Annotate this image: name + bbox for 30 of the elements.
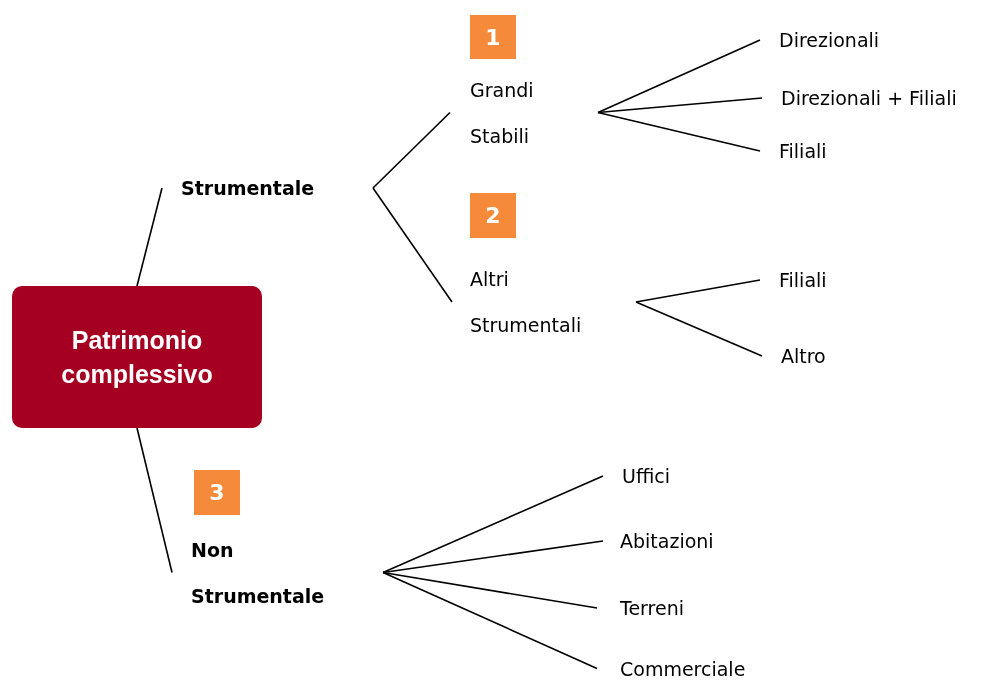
number-badge: 2	[470, 193, 516, 238]
number-badge: 1	[470, 15, 516, 59]
root-box: Patrimonio complessivo	[12, 286, 262, 428]
connector-line	[136, 427, 173, 574]
connector-line	[372, 187, 453, 303]
leaf-label: Direzionali	[779, 28, 881, 53]
connector-line	[382, 571, 598, 609]
connector-line	[635, 301, 763, 357]
leaf-label: Filiali	[779, 268, 828, 293]
connector-line	[382, 540, 604, 574]
branch-label: Non Strumentale	[191, 537, 326, 609]
leaf-label: Filiali	[779, 139, 828, 164]
leaf-label: Grandi Stabili	[470, 77, 535, 149]
number-badge: 3	[194, 470, 240, 515]
leaf-label: Commerciale	[620, 656, 747, 682]
leaf-label: Altro	[781, 344, 827, 369]
leaf-label: Terreni	[620, 596, 685, 621]
connector-line	[382, 475, 604, 574]
connector-line	[597, 39, 761, 114]
connector-line	[382, 571, 598, 670]
leaf-label: Altri Strumentali	[470, 267, 583, 338]
leaf-label: Abitazioni	[620, 529, 715, 554]
connector-line	[597, 97, 763, 114]
connector-line	[136, 187, 163, 287]
connector-line	[372, 111, 451, 189]
connector-line	[635, 279, 761, 303]
leaf-label: Direzionali + Filiali	[781, 86, 958, 111]
connector-line	[597, 111, 761, 152]
branch-label: Strumentale	[181, 176, 316, 201]
leaf-label: Uffici	[622, 464, 671, 489]
